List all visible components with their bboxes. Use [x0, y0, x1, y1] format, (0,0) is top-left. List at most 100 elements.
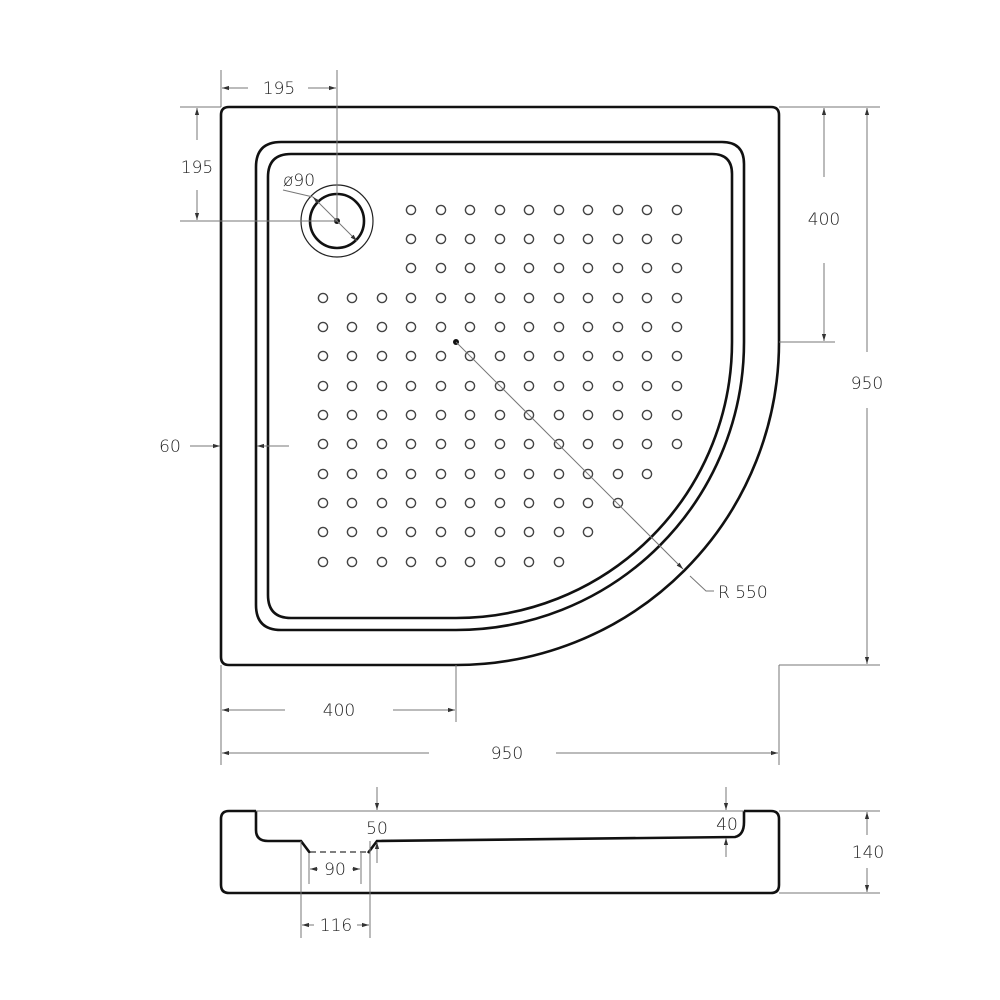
anti-slip-dot [612, 409, 624, 421]
anti-slip-dot [317, 438, 329, 450]
drain-diameter-label: ø90 [283, 171, 315, 191]
anti-slip-dot [523, 438, 535, 450]
anti-slip-dot [405, 497, 417, 509]
side-outer-contour [219, 809, 781, 895]
anti-slip-dot [464, 526, 476, 538]
anti-slip-dot [435, 204, 447, 216]
anti-slip-dot [464, 497, 476, 509]
anti-slip-dot [553, 556, 565, 568]
anti-slip-dot [582, 438, 594, 450]
anti-slip-dot [494, 497, 506, 509]
anti-slip-dot [523, 526, 535, 538]
anti-slip-dot [582, 204, 594, 216]
anti-slip-dot [435, 233, 447, 245]
anti-slip-dot [553, 526, 565, 538]
anti-slip-dot [405, 409, 417, 421]
anti-slip-dot [405, 204, 417, 216]
anti-slip-dot [435, 468, 447, 480]
drain-inner-width-label: 90 [324, 860, 346, 880]
anti-slip-dot [671, 409, 683, 421]
anti-slip-dot [376, 350, 388, 362]
anti-slip-dot [464, 204, 476, 216]
drain-outer-width-label: 116 [320, 916, 352, 936]
overall-width-label: 950 [491, 744, 523, 764]
total-height-label: 140 [852, 843, 884, 863]
anti-slip-dot [553, 497, 565, 509]
overall-depth-label: 950 [851, 374, 883, 394]
anti-slip-dot [464, 233, 476, 245]
anti-slip-dot [405, 468, 417, 480]
anti-slip-dot [612, 233, 624, 245]
anti-slip-dot [523, 556, 535, 568]
anti-slip-dot [435, 438, 447, 450]
anti-slip-dot [376, 526, 388, 538]
side-view: 50 40 140 90 116 [219, 787, 884, 938]
anti-slip-dot [405, 556, 417, 568]
anti-slip-dot [435, 292, 447, 304]
anti-slip-dot [435, 409, 447, 421]
rim-width-label: 60 [159, 437, 181, 457]
anti-slip-dot [346, 438, 358, 450]
right-straight-length-label: 400 [808, 210, 840, 230]
anti-slip-dot [582, 321, 594, 333]
anti-slip-dot [435, 262, 447, 274]
anti-slip-dot [553, 204, 565, 216]
anti-slip-dot [346, 321, 358, 333]
anti-slip-dot [494, 350, 506, 362]
anti-slip-dot [494, 409, 506, 421]
anti-slip-dot [405, 292, 417, 304]
anti-slip-dot [346, 556, 358, 568]
anti-slip-dot [494, 321, 506, 333]
anti-slip-dot-grid [317, 204, 683, 568]
anti-slip-dot [494, 468, 506, 480]
anti-slip-dot [494, 292, 506, 304]
anti-slip-dot [641, 292, 653, 304]
anti-slip-dot [641, 321, 653, 333]
anti-slip-dot [464, 438, 476, 450]
anti-slip-dot [405, 438, 417, 450]
anti-slip-dot [494, 204, 506, 216]
anti-slip-dot [405, 526, 417, 538]
anti-slip-dot [464, 321, 476, 333]
anti-slip-dot [582, 409, 594, 421]
anti-slip-dot [553, 292, 565, 304]
basin-contour [266, 152, 734, 620]
anti-slip-dot [405, 380, 417, 392]
anti-slip-dot [641, 204, 653, 216]
anti-slip-dot [641, 409, 653, 421]
anti-slip-dot [523, 380, 535, 392]
rim-inner-contour [254, 140, 746, 632]
anti-slip-dot [582, 262, 594, 274]
anti-slip-dot [523, 292, 535, 304]
anti-slip-dot [612, 497, 624, 509]
anti-slip-dot [346, 526, 358, 538]
anti-slip-dot [435, 526, 447, 538]
anti-slip-dot [523, 468, 535, 480]
anti-slip-dot [317, 380, 329, 392]
anti-slip-dot [346, 292, 358, 304]
anti-slip-dot [317, 321, 329, 333]
radius-label: R 550 [718, 583, 768, 603]
anti-slip-dot [641, 438, 653, 450]
anti-slip-dot [523, 497, 535, 509]
anti-slip-dot [553, 380, 565, 392]
anti-slip-dot [523, 350, 535, 362]
anti-slip-dot [671, 204, 683, 216]
drain-diameter-line [312, 196, 358, 242]
anti-slip-dot [317, 409, 329, 421]
anti-slip-dot [582, 350, 594, 362]
anti-slip-dot [376, 497, 388, 509]
radius-leader-tail [689, 575, 714, 592]
anti-slip-dot [553, 438, 565, 450]
anti-slip-dot [494, 438, 506, 450]
anti-slip-dot [612, 292, 624, 304]
anti-slip-dot [346, 468, 358, 480]
anti-slip-dot [464, 380, 476, 392]
anti-slip-dot [464, 409, 476, 421]
anti-slip-dot [376, 409, 388, 421]
anti-slip-dot [612, 380, 624, 392]
anti-slip-dot [671, 321, 683, 333]
anti-slip-dot [612, 204, 624, 216]
anti-slip-dot [376, 556, 388, 568]
